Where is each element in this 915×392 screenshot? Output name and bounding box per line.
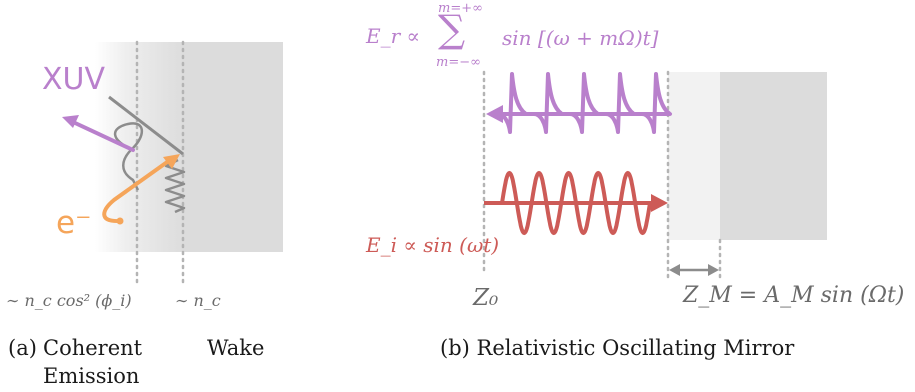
mirror-amplitude-arrowhead-left	[669, 264, 680, 276]
electron-label: e⁻	[56, 205, 92, 241]
wake-wave	[164, 158, 186, 214]
zm-label: Z_M = A_M sin (Ωt)	[683, 283, 905, 308]
density-label-left: ∼ n_c cos² (ϕ_i)	[6, 291, 132, 310]
surface-line	[108, 95, 184, 156]
plasma-solid-region	[185, 42, 283, 252]
sum-lower-limit: m=−∞	[436, 55, 481, 70]
reflected-field-wave	[496, 72, 672, 134]
er-formula-lhs: E_r ∝	[366, 24, 421, 48]
caption-a-line1: Coherent	[43, 336, 143, 360]
panel-a-illustration	[62, 40, 283, 287]
electron-start-dot	[116, 217, 124, 225]
mirror-plasma-block	[720, 72, 827, 240]
xuv-label: XUV	[42, 62, 106, 97]
electron-trajectory	[102, 158, 172, 224]
reflected-field-arrowhead	[486, 105, 503, 123]
mirror-oscillation-zone	[668, 72, 720, 240]
incident-field-arrowhead	[651, 194, 668, 212]
er-formula-rhs: sin [(ω + mΩ)t]	[502, 26, 659, 50]
electron-arrowhead	[163, 154, 180, 169]
density-label-right: ∼ n_c	[175, 291, 221, 310]
z0-label: Z₀	[473, 285, 499, 311]
caption-b: (b) Relativistic Oscillating Mirror	[440, 336, 795, 360]
caption-wake: Wake	[207, 336, 265, 360]
xuv-arrow	[71, 120, 135, 152]
panel-b-illustration	[482, 70, 827, 280]
mirror-amplitude-arrowhead-right	[708, 264, 719, 276]
summation-symbol: ∑	[438, 7, 466, 51]
plasma-gradient-region	[95, 42, 185, 252]
caption-a-tag: (a)	[8, 336, 37, 360]
coherent-emission-wave	[113, 122, 143, 191]
sum-upper-limit: m=+∞	[438, 1, 483, 16]
ei-formula: E_i ∝ sin (ωt)	[366, 233, 500, 257]
caption-a-line2: Emission	[43, 364, 140, 388]
xuv-arrowhead	[62, 115, 79, 128]
